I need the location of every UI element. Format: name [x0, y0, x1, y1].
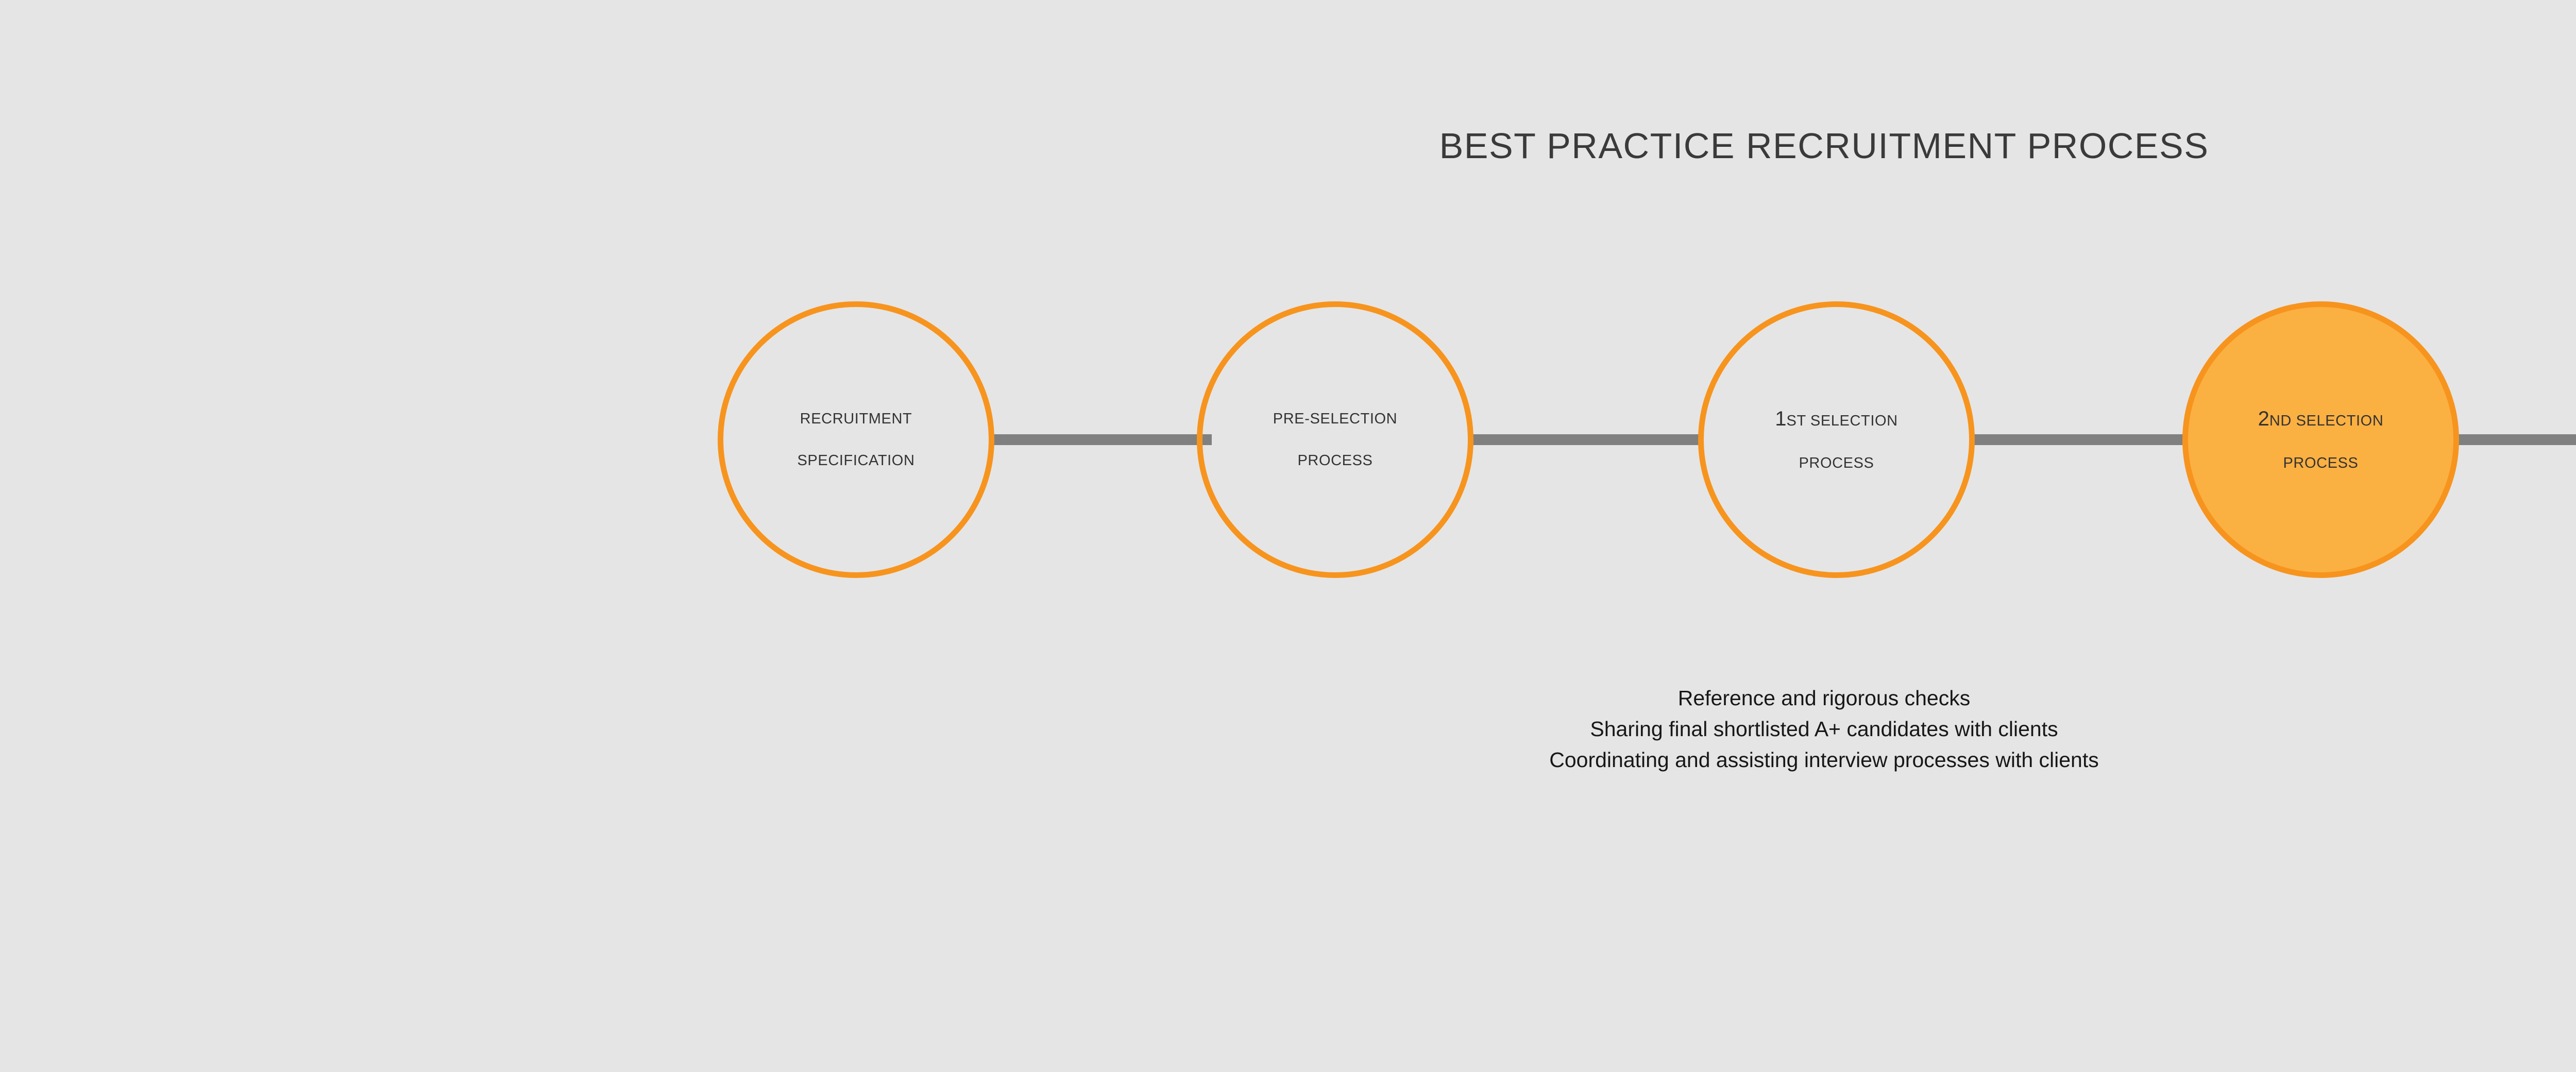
- node-ordinal-suffix: ST SELECTION: [1786, 413, 1898, 429]
- caption-line-1: Reference and rigorous checks: [1677, 686, 1971, 710]
- node-ordinal-suffix: ND SELECTION: [2269, 413, 2384, 429]
- caption-block: Reference and rigorous checks Sharing fi…: [0, 683, 2576, 775]
- node-label-line1: 2ND SELECTION: [2188, 409, 2453, 429]
- node-label-line1: 1ST SELECTION: [1704, 409, 1969, 429]
- connector-3-4: [1970, 434, 2188, 445]
- connector-4-5: [2453, 434, 2576, 445]
- node-label-line1: RECRUITMENT: [800, 410, 912, 427]
- node-ordinal-number: 2: [2258, 407, 2269, 430]
- node-label-line2: SPECIFICATION: [797, 452, 915, 469]
- node-label-line2: PROCESS: [2283, 455, 2359, 471]
- connector-1-2: [989, 434, 1212, 445]
- node-label-line1: PRE-SELECTION: [1273, 410, 1398, 427]
- page-title: BEST PRACTICE RECRUITMENT PROCESS: [1439, 126, 2209, 166]
- caption-line-2: Sharing final shortlisted A+ candidates …: [1590, 717, 2058, 741]
- connector-2-3: [1468, 434, 1699, 445]
- process-node-first-selection-process[interactable]: 1ST SELECTION PROCESS: [1698, 301, 1975, 578]
- node-label-line2: PROCESS: [1799, 455, 1874, 471]
- process-node-pre-selection-process[interactable]: PRE-SELECTION PROCESS: [1197, 301, 1473, 578]
- caption-line-3: Coordinating and assisting interview pro…: [1549, 748, 2099, 772]
- process-node-second-selection-process[interactable]: 2ND SELECTION PROCESS: [2182, 301, 2459, 578]
- process-node-recruitment-specification[interactable]: RECRUITMENT SPECIFICATION: [718, 301, 994, 578]
- node-ordinal-number: 1: [1775, 407, 1787, 430]
- node-label-line2: PROCESS: [1297, 452, 1373, 469]
